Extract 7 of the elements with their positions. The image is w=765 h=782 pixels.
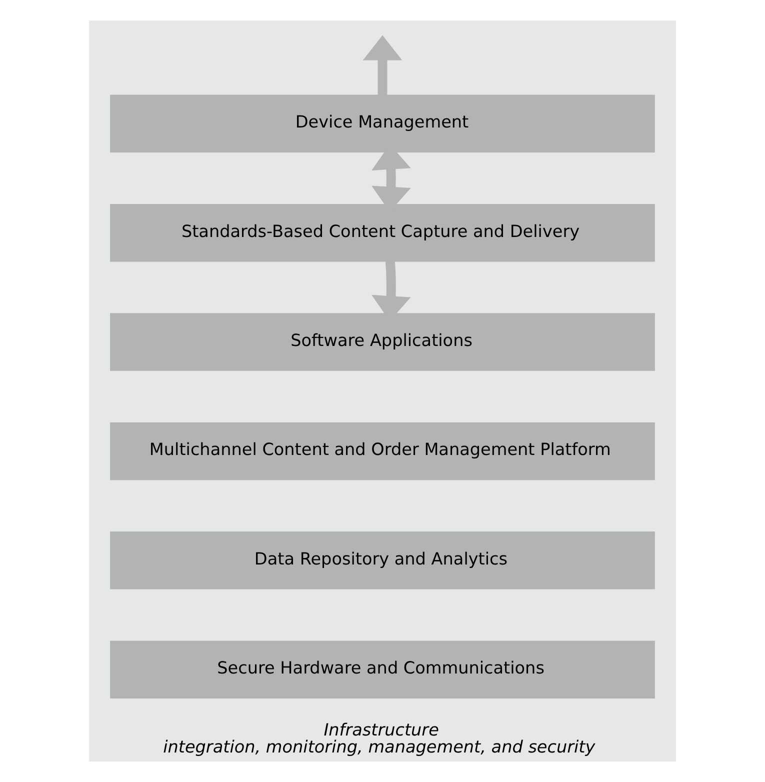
arrow [362,35,402,95]
node-box: Standards-Based Content Capture and Delivery [110,204,655,262]
node-box: Data Repository and Analytics [110,532,655,590]
node-box: Secure Hardware and Communications [110,640,655,698]
node-box: Device Management [110,94,655,153]
node-box: Multichannel Content and Order Management Platform [110,422,655,480]
node-box: Software Applications [110,313,655,371]
